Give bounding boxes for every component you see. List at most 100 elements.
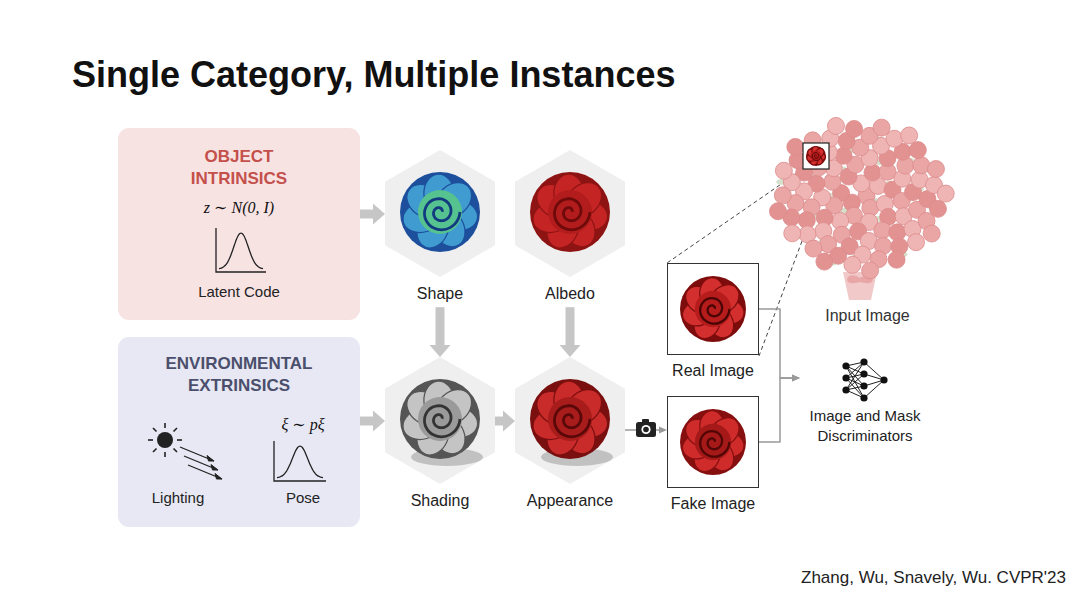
module-box: Image and Mask Discriminators — [800, 360, 930, 460]
panel-heading: OBJECT INTRINSICS — [158, 146, 320, 190]
formula: ξ ∼ pξ — [258, 415, 348, 434]
camera-icon — [636, 419, 656, 437]
network-unit — [842, 362, 849, 369]
arrowhead — [659, 427, 667, 434]
citation-caption: Zhang, Wu, Snavely, Wu. CVPR'23 — [801, 568, 1066, 588]
bouquet-rose — [908, 234, 925, 251]
hexagon-shape — [385, 357, 495, 484]
hexagon-node: Albedo — [515, 150, 625, 307]
bouquet-rose — [862, 262, 879, 279]
plot-axes — [216, 228, 266, 272]
camera-lens-ring — [641, 425, 650, 434]
rose-core — [811, 151, 822, 162]
bell-curve — [219, 233, 263, 268]
rose-outer — [400, 379, 480, 459]
bouquet-rose — [888, 251, 905, 268]
network-unit — [842, 386, 849, 393]
flow-connector — [759, 375, 800, 443]
flow-connector — [560, 307, 581, 357]
panel-box: OBJECT INTRINSICS z ∼ N(0, I) Latent Code — [118, 128, 360, 320]
light-ray-head — [207, 456, 214, 462]
sun-ray — [173, 448, 177, 452]
camera-lens — [643, 427, 649, 433]
connector-line — [360, 210, 373, 219]
network-link — [864, 380, 884, 398]
image-label: Real Image — [647, 361, 779, 380]
rose-drawing — [679, 409, 746, 476]
sun-ray — [177, 439, 182, 441]
sun-ray — [173, 428, 177, 432]
bouquet-rose — [835, 147, 852, 164]
bouquet-rose — [784, 225, 801, 242]
bouquet-rose — [937, 185, 954, 202]
network-unit — [860, 382, 867, 389]
bouquet-rose — [913, 157, 930, 174]
panel-heading: ENVIRONMENTAL EXTRINSICS — [138, 353, 340, 397]
flow-connector — [759, 309, 800, 382]
rose-outer — [530, 379, 610, 459]
rose-outer — [680, 409, 746, 475]
flow-connector — [360, 411, 385, 432]
rose-drawing — [399, 172, 480, 253]
bouquet-rose — [927, 161, 944, 178]
crop-box — [803, 143, 829, 169]
arrowhead — [792, 375, 800, 382]
sun-ray — [148, 439, 153, 441]
bouquet-rose — [774, 187, 791, 204]
rose-drawing — [679, 276, 746, 343]
flow-connector — [495, 411, 515, 432]
connector-line — [436, 307, 445, 345]
arrowhead — [560, 345, 581, 357]
flow-connector — [360, 204, 385, 225]
arrowhead — [373, 411, 385, 432]
light-ray-head — [211, 465, 218, 471]
stage-label: Shading — [365, 491, 515, 510]
rose-spiral — [700, 298, 729, 324]
node-shape — [515, 150, 625, 307]
rose-spiral — [554, 199, 590, 230]
rose-outer — [400, 172, 480, 252]
light-ray-head — [215, 474, 222, 480]
sun-icon — [148, 423, 182, 457]
stage-label: Shape — [365, 284, 515, 303]
hexagon-shape — [515, 150, 625, 277]
intrinsics-panel — [118, 128, 360, 320]
rose-spiral — [554, 406, 590, 437]
node-shape — [385, 357, 495, 514]
sun-ray — [153, 428, 157, 432]
plot-label: Latent Code — [138, 283, 340, 301]
network-unit — [842, 374, 849, 381]
bell-curve — [277, 446, 323, 478]
image-label: Input Image — [765, 306, 970, 325]
image-box: Fake Image — [667, 396, 759, 517]
arrowhead — [792, 375, 800, 382]
arrowhead — [430, 345, 451, 357]
bouquet-rose — [901, 127, 918, 144]
network-link — [864, 362, 884, 380]
arrowhead — [503, 411, 515, 432]
sun-disc — [157, 432, 173, 448]
bouquet-rose — [827, 117, 844, 134]
rose-spiral — [424, 199, 460, 230]
node-shape — [515, 357, 625, 514]
connector-line — [495, 417, 503, 426]
rose-spiral — [812, 153, 821, 161]
extrinsics-panel — [118, 337, 360, 527]
bouquet-rose — [775, 162, 792, 179]
light-ray — [188, 465, 222, 479]
slide-title: Single Category, Multiple Instances — [72, 54, 675, 96]
network-link — [846, 366, 864, 398]
plot-label: Pose — [258, 489, 348, 507]
bouquet-rose — [844, 256, 861, 273]
rose-core — [418, 190, 462, 234]
rose-outer — [530, 172, 610, 252]
sun-ray — [153, 448, 157, 452]
formula: z ∼ N(0, I) — [138, 198, 340, 217]
bouquet-picture — [769, 117, 954, 300]
bouquet-rose — [874, 222, 891, 239]
network-icon — [842, 358, 887, 401]
rose-core — [695, 424, 731, 460]
connector-line — [759, 378, 792, 442]
sun-ray — [164, 452, 166, 457]
image-box: Real Image — [667, 263, 759, 384]
